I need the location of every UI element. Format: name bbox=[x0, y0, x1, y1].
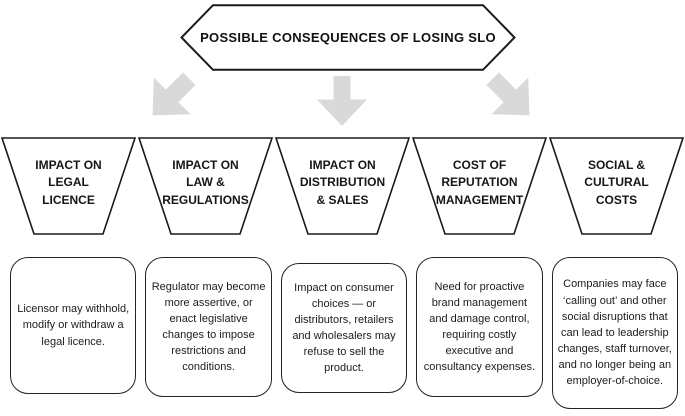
category-cost-reputation-management: COST OF REPUTATION MANAGEMENT bbox=[411, 137, 548, 235]
description-distribution-sales: Impact on consumer choices — or distribu… bbox=[280, 263, 408, 393]
arrow-down-icon bbox=[317, 76, 367, 126]
category-impact-law-regulations: IMPACT ON LAW & REGULATIONS bbox=[137, 137, 274, 235]
category-heading: IMPACT ON DISTRIBUTION & SALES bbox=[299, 157, 386, 207]
category-heading: COST OF REPUTATION MANAGEMENT bbox=[435, 157, 524, 207]
category-impact-distribution-sales: IMPACT ON DISTRIBUTION & SALES bbox=[274, 137, 411, 235]
trapezoid-shape-icon bbox=[548, 137, 685, 235]
category-heading: IMPACT ON LEGAL LICENCE bbox=[35, 157, 102, 207]
category-row: IMPACT ON LEGAL LICENCE IMPACT ON LAW & … bbox=[0, 137, 685, 235]
description-reputation-management: Need for proactive brand management and … bbox=[416, 257, 543, 397]
trapezoid-shape-icon bbox=[137, 137, 274, 235]
description-row: Licensor may withhold, modify or withdra… bbox=[0, 257, 685, 409]
arrow-down-right-icon bbox=[474, 60, 548, 134]
description-law-regulations: Regulator may become more assertive, or … bbox=[145, 257, 272, 397]
trapezoid-shape-icon bbox=[274, 137, 411, 235]
page-title: POSSIBLE CONSEQUENCES OF LOSING SLO bbox=[200, 30, 496, 45]
header-hexagon: POSSIBLE CONSEQUENCES OF LOSING SLO bbox=[180, 4, 516, 71]
category-impact-legal-licence: IMPACT ON LEGAL LICENCE bbox=[0, 137, 137, 235]
trapezoid-shape-icon bbox=[0, 137, 137, 235]
arrow-down-left-icon bbox=[134, 60, 208, 134]
category-heading: SOCIAL & CULTURAL COSTS bbox=[584, 157, 649, 207]
category-social-cultural-costs: SOCIAL & CULTURAL COSTS bbox=[548, 137, 685, 235]
description-social-cultural-costs: Companies may face ‘calling out’ and oth… bbox=[551, 257, 678, 409]
category-heading: IMPACT ON LAW & REGULATIONS bbox=[162, 157, 249, 207]
description-legal-licence: Licensor may withhold, modify or withdra… bbox=[10, 257, 137, 394]
trapezoid-shape-icon bbox=[411, 137, 548, 235]
hexagon-shape-icon bbox=[180, 4, 516, 71]
